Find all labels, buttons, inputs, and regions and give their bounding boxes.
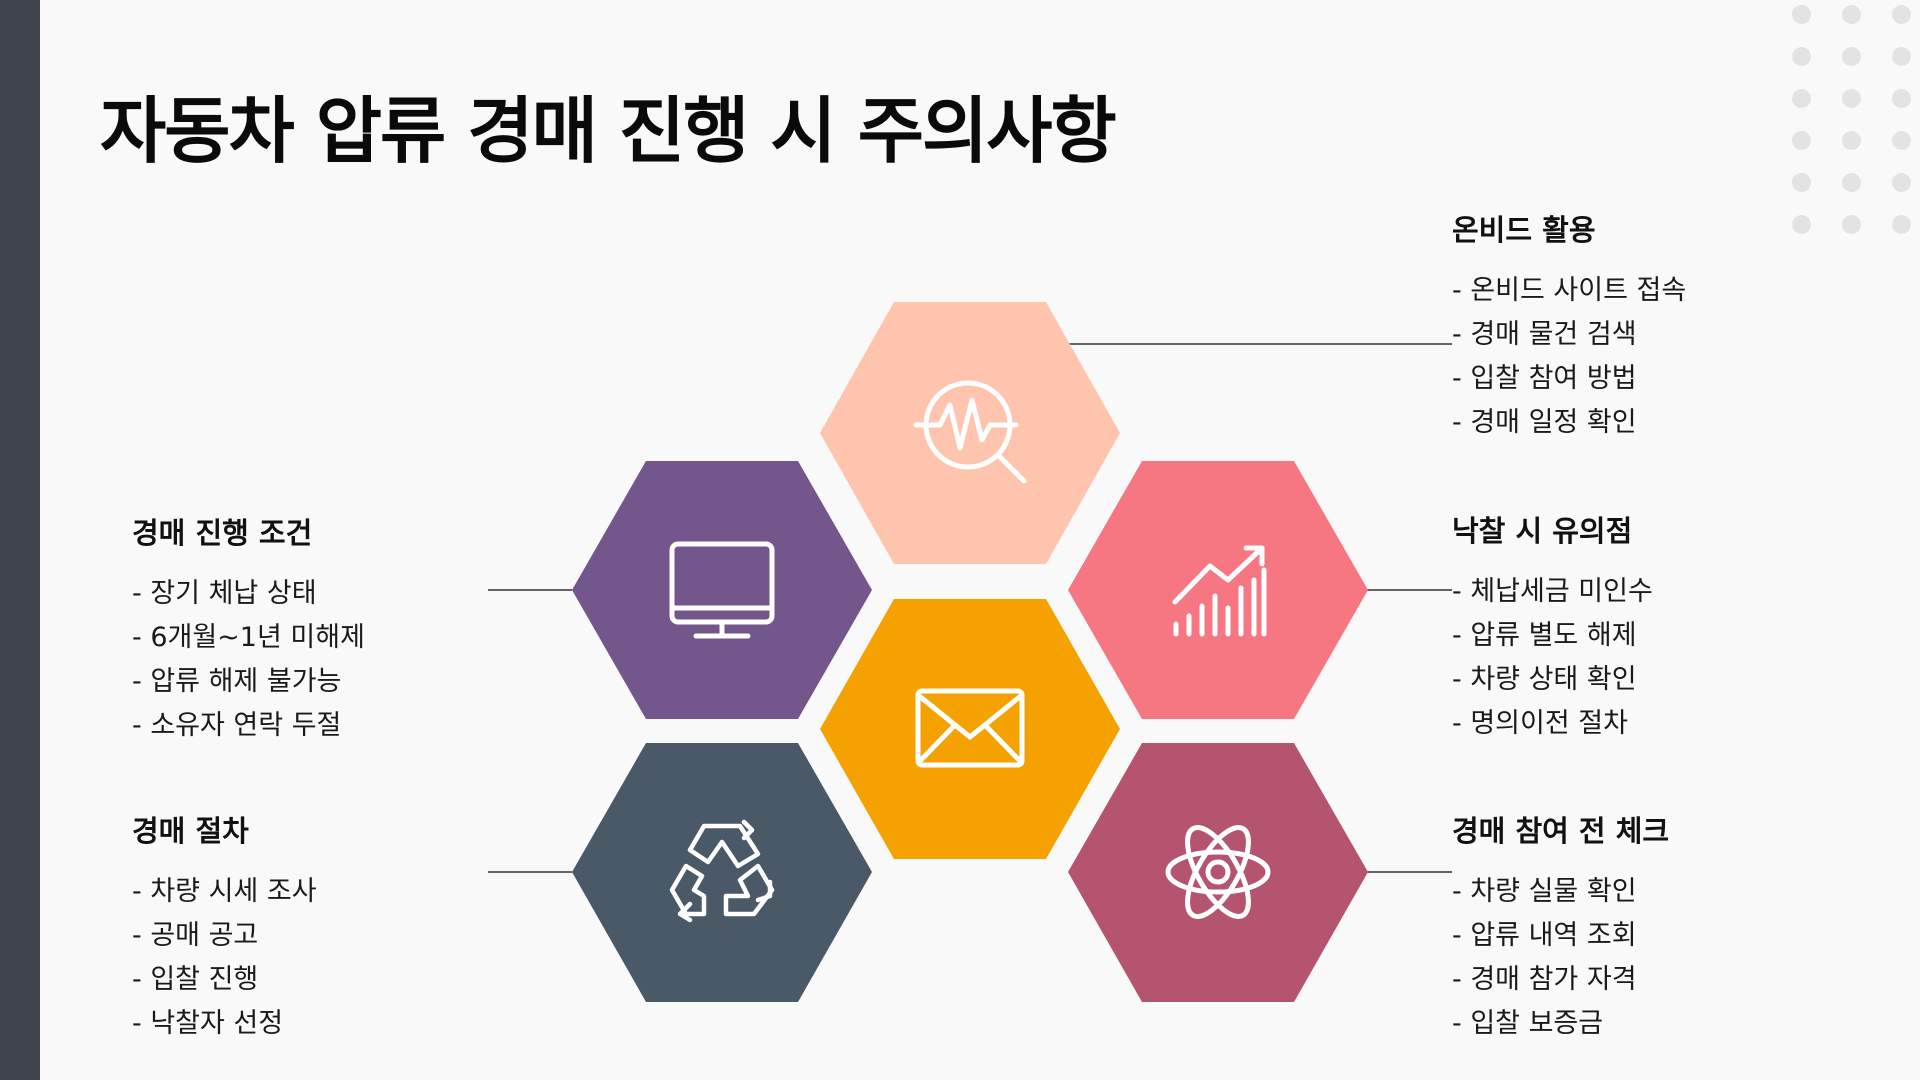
section-precheck-item: - 압류 내역 조회 [1452,920,1637,951]
decorative-dot [1842,89,1861,108]
section-winning-item: - 명의이전 절차 [1452,708,1628,739]
decorative-dot [1842,173,1861,192]
section-onbid-item: - 입찰 참여 방법 [1452,363,1637,394]
section-precheck-item: - 입찰 보증금 [1452,1008,1604,1039]
decorative-dot [1792,215,1811,234]
section-onbid-item: - 온비드 사이트 접속 [1452,275,1687,306]
decorative-dot [1842,47,1861,66]
section-onbid-title: 온비드 활용 [1452,213,1596,247]
section-procedure-title: 경매 절차 [132,814,249,848]
decorative-dot [1892,215,1911,234]
decorative-dot [1892,131,1911,150]
section-winning-item: - 체납세금 미인수 [1452,576,1653,607]
decorative-dot [1892,89,1911,108]
hex-mail [820,599,1120,859]
section-conditions: 경매 진행 조건 - 장기 체납 상태 - 6개월~1년 미해제 - 압류 해제… [132,510,532,748]
decorative-dot-grid [1792,5,1920,245]
hex-chart [1068,461,1368,719]
section-procedure-item: - 낙찰자 선정 [132,1008,284,1039]
section-procedure-item: - 차량 시세 조사 [132,876,317,907]
recycle-icon [669,819,775,923]
section-conditions-item: - 장기 체납 상태 [132,578,317,609]
section-conditions-title: 경매 진행 조건 [132,516,313,550]
section-precheck-title: 경매 참여 전 체크 [1452,814,1670,848]
section-conditions-item: - 압류 해제 불가능 [132,666,342,697]
hex-search [820,302,1120,564]
section-precheck: 경매 참여 전 체크 - 차량 실물 확인 - 압류 내역 조회 - 경매 참가… [1452,808,1852,1046]
decorative-dot [1792,173,1811,192]
section-procedure: 경매 절차 - 차량 시세 조사 - 공매 공고 - 입찰 진행 - 낙찰자 선… [132,808,532,1046]
decorative-dot [1892,5,1911,24]
decorative-dot [1892,47,1911,66]
decorative-dot [1792,47,1811,66]
page-title: 자동차 압류 경매 진행 시 주의사항 [100,89,1117,173]
section-conditions-item: - 소유자 연락 두절 [132,710,342,741]
left-accent-bar [0,0,40,1080]
section-onbid-item: - 경매 물건 검색 [1452,319,1637,350]
monitor-icon [669,541,775,639]
hex-monitor [572,461,872,719]
decorative-dot [1842,131,1861,150]
section-winning-item: - 압류 별도 해제 [1452,620,1637,651]
section-winning-title: 낙찰 시 유의점 [1452,514,1633,548]
decorative-dot [1792,131,1811,150]
decorative-dot [1792,5,1811,24]
section-onbid: 온비드 활용 - 온비드 사이트 접속 - 경매 물건 검색 - 입찰 참여 방… [1452,207,1852,445]
decorative-dot [1842,5,1861,24]
section-procedure-item: - 입찰 진행 [132,964,259,995]
chart-growth-icon [1172,545,1267,637]
section-precheck-item: - 차량 실물 확인 [1452,876,1637,907]
hex-recycle [572,743,872,1002]
mail-icon [915,688,1025,768]
decorative-dot [1842,215,1861,234]
section-winning-item: - 차량 상태 확인 [1452,664,1637,695]
decorative-dot [1792,89,1811,108]
search-pulse-icon [913,380,1027,484]
atom-icon [1165,825,1271,919]
section-precheck-item: - 경매 참가 자격 [1452,964,1637,995]
section-conditions-item: - 6개월~1년 미해제 [132,622,365,653]
section-winning: 낙찰 시 유의점 - 체납세금 미인수 - 압류 별도 해제 - 차량 상태 확… [1452,508,1852,746]
section-onbid-item: - 경매 일정 확인 [1452,407,1637,438]
section-procedure-item: - 공매 공고 [132,920,259,951]
decorative-dot [1892,173,1911,192]
hex-atom [1068,743,1368,1002]
